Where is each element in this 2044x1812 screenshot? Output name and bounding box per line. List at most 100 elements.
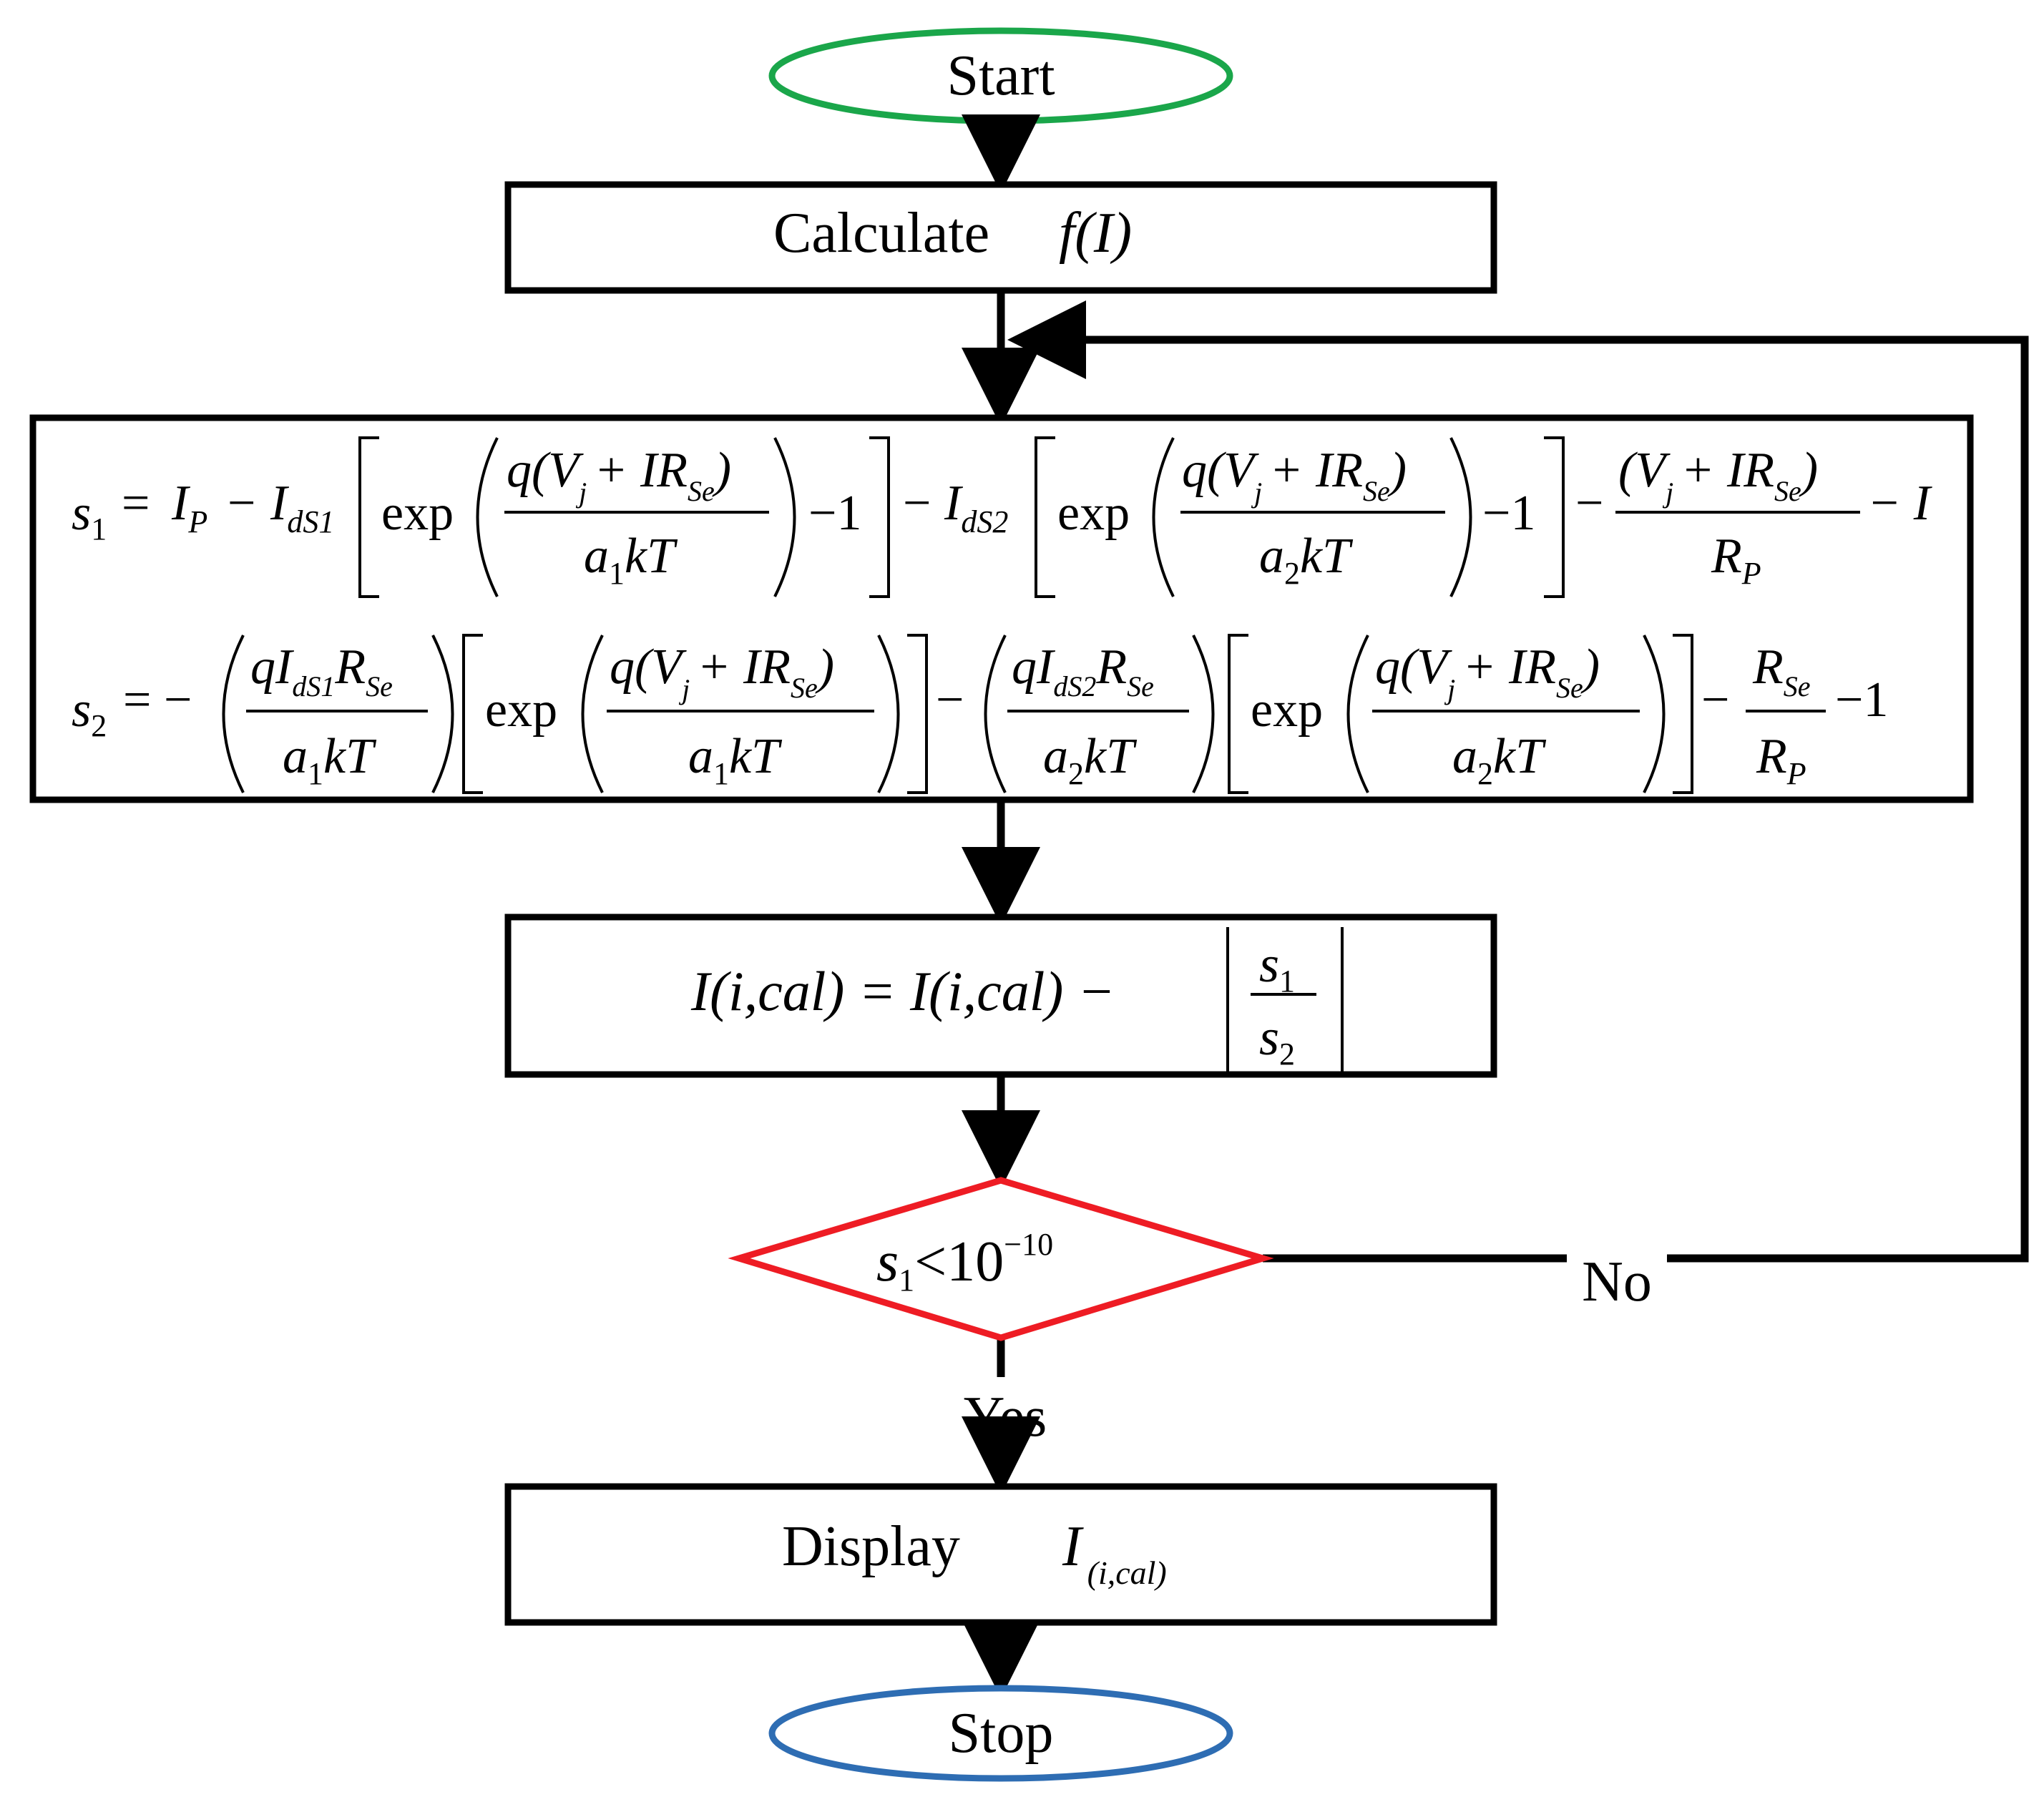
eq2-bracket-left-1 <box>462 634 483 794</box>
eq1-exp-1: exp <box>381 486 454 541</box>
equation-s2: s2 = − qIdS1RSe a1kT exp q(Vj+ IRSe) a1k… <box>72 634 1888 794</box>
eq1-ids1-sub: dS1 <box>287 504 334 539</box>
svg-text:q(Vj+ IRSe): q(Vj+ IRSe) <box>507 443 731 509</box>
eq1-bracket-left-2 <box>1035 436 1055 598</box>
eq2-num1-se: Se <box>791 672 818 704</box>
eq2-f1-num-se: Se <box>366 670 393 702</box>
eq1-frac3-rest: + IR <box>1681 443 1774 498</box>
update-lhs: I(i,cal) = I(i,cal) − <box>690 960 1115 1022</box>
eq2-f2-num-sub: dS2 <box>1053 670 1096 702</box>
calculate-step: Calculate f(I) <box>504 181 1497 294</box>
eq1-minus-one-2: −1 <box>1482 486 1535 541</box>
svg-text:I(i,cal): I(i,cal) <box>1062 1515 1167 1591</box>
eq2-f3-num-sub: Se <box>1784 670 1811 702</box>
calculate-box <box>504 181 1497 294</box>
eq2-num2-rest: + IR <box>1462 640 1556 695</box>
eq1-bracket-right-1 <box>869 436 890 598</box>
svg-text:IP: IP <box>171 476 207 539</box>
eq1-num1-j: j <box>575 476 587 509</box>
eq2-num2-close: ) <box>1580 640 1600 695</box>
svg-text:a1kT: a1kT <box>584 529 678 591</box>
eq1-minus: − <box>228 476 255 531</box>
eq2-minus-2: − <box>1701 672 1729 728</box>
start-label: Start <box>947 44 1055 107</box>
svg-text:qIdS1RSe: qIdS1RSe <box>250 640 393 702</box>
update-frac-den-sub: 2 <box>1279 1037 1295 1072</box>
eq2-f2-num-r: R <box>1095 640 1127 695</box>
svg-text:q(Vj+ IRSe): q(Vj+ IRSe) <box>1375 640 1600 705</box>
eq2-tail: −1 <box>1835 672 1888 728</box>
svg-text:RP: RP <box>1711 529 1761 591</box>
eq2-f1-num-sub: dS1 <box>292 670 335 702</box>
eq1-frac3-num: (V <box>1618 443 1671 498</box>
decision-exponent: −10 <box>1004 1227 1053 1262</box>
eq2-num2-j: j <box>1444 673 1455 705</box>
svg-text:s2: s2 <box>1259 1009 1295 1072</box>
decision-s-sub: 1 <box>899 1263 914 1298</box>
start-node: Start <box>768 27 1233 124</box>
eq1-num2-se: Se <box>1363 475 1390 507</box>
eq1-exp-2: exp <box>1057 486 1130 541</box>
eq1-num2-close: ) <box>1387 443 1407 498</box>
eq2-den2-a: a <box>1452 729 1477 784</box>
eq1-den1-a: a <box>584 529 609 584</box>
eq1-bracket-right-2 <box>1544 436 1565 598</box>
eq2-equals-minus: = − <box>123 672 192 728</box>
eq2-num2: q(V <box>1375 640 1452 695</box>
eq2-paren-left-2 <box>1346 635 1369 793</box>
eq2-f1-den-sub: 1 <box>308 756 323 791</box>
svg-text:IdS2: IdS2 <box>944 476 1008 539</box>
svg-text:q(Vj+ IRSe): q(Vj+ IRSe) <box>1182 443 1407 509</box>
svg-text:a2kT: a2kT <box>1452 729 1547 791</box>
equation-step: s1 = IP − IdS1 exp q(Vj+ IRSe) a1kT −1 −… <box>29 414 1974 803</box>
svg-text:RSe: RSe <box>1752 640 1811 702</box>
eq2-paren-right-f2 <box>1192 635 1215 793</box>
eq1-num2-j: j <box>1251 476 1262 509</box>
eq2-lhs: s <box>72 682 91 738</box>
eq1-den1-kt: kT <box>625 529 678 584</box>
eq2-den1-kt: kT <box>729 729 783 784</box>
stop-oval <box>768 1685 1233 1782</box>
svg-text:q(Vj+ IRSe): q(Vj+ IRSe) <box>610 640 834 705</box>
svg-text:s1<10−10: s1<10−10 <box>876 1227 1053 1298</box>
svg-text:(Vj+ IRSe): (Vj+ IRSe) <box>1618 443 1818 509</box>
display-var: I <box>1062 1515 1084 1578</box>
eq2-num1-close: ) <box>815 640 834 695</box>
stop-node: Stop <box>768 1685 1233 1782</box>
display-var-sub: (i,cal) <box>1087 1554 1167 1591</box>
eq2-bracket-left-2 <box>1228 634 1248 794</box>
no-label: No <box>1582 1250 1652 1313</box>
eq2-paren-left-f1 <box>222 635 245 793</box>
eq2-minus-1: − <box>936 672 964 728</box>
eq2-f3-num: R <box>1752 640 1784 695</box>
svg-text:RP: RP <box>1756 729 1806 791</box>
eq2-f2-num: qI <box>1012 640 1056 695</box>
eq1-paren-right-2 <box>1449 437 1472 597</box>
eq2-bracket-right-1 <box>907 634 928 794</box>
svg-text:s2: s2 <box>72 682 107 743</box>
update-frac-den: s <box>1259 1009 1279 1066</box>
eq2-paren-right-2 <box>1643 635 1666 793</box>
eq2-f1-den-a: a <box>283 729 308 784</box>
eq2-f3-den: R <box>1756 729 1787 784</box>
eq1-frac3-den-sub: P <box>1741 556 1761 591</box>
svg-text:qIdS2RSe: qIdS2RSe <box>1012 640 1154 702</box>
eq2-exp-2: exp <box>1251 682 1323 738</box>
eq2-den2-sub: 2 <box>1477 756 1493 791</box>
eq2-paren-right-f1 <box>431 635 454 793</box>
eq2-exp-1: exp <box>485 682 557 738</box>
eq1-num1: q(V <box>507 443 584 498</box>
equation-s1: s1 = IP − IdS1 exp q(Vj+ IRSe) a1kT −1 −… <box>72 436 1933 598</box>
display-step: Display I(i,cal) <box>504 1483 1497 1626</box>
eq2-f2-num-se: Se <box>1127 670 1154 702</box>
eq1-num1-se: Se <box>688 475 715 507</box>
display-box <box>504 1483 1497 1626</box>
eq2-f2-den-sub: 2 <box>1068 756 1084 791</box>
update-step: I(i,cal) = I(i,cal) − s1 s2 <box>504 914 1497 1078</box>
calculate-function: f(I) <box>1059 202 1132 265</box>
decision-rel: <10 <box>914 1230 1004 1293</box>
eq1-equals: = <box>122 476 150 531</box>
svg-text:IdS1: IdS1 <box>270 476 334 539</box>
eq1-paren-left-1 <box>476 437 499 597</box>
